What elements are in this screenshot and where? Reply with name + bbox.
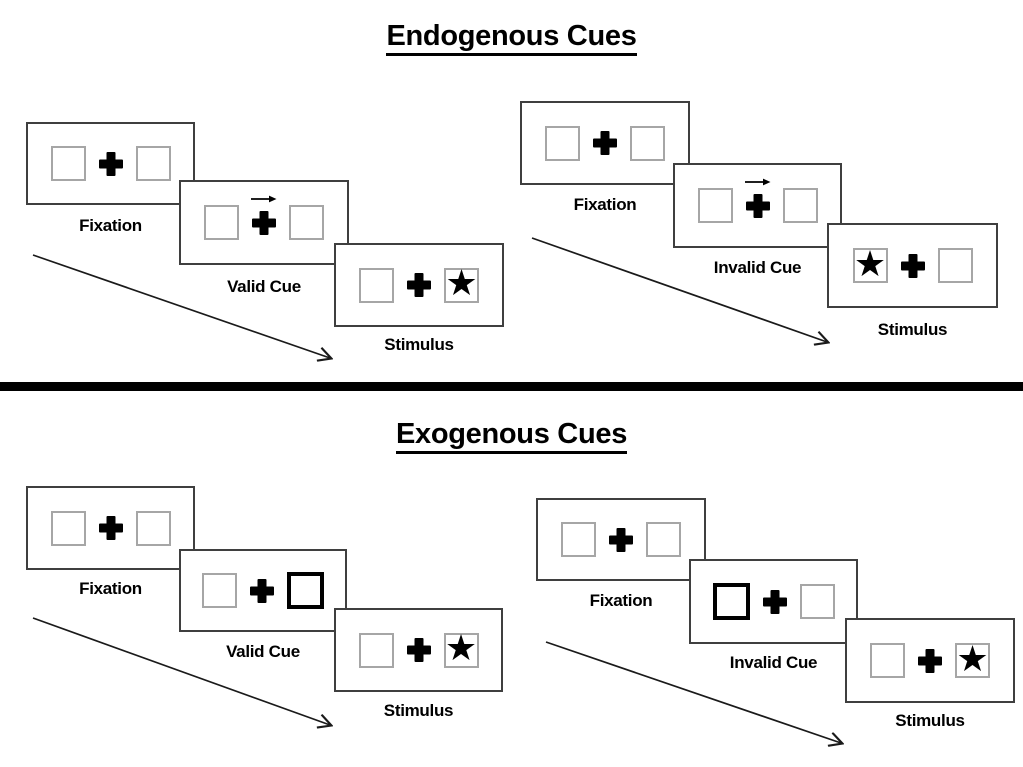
step-label-stimulus: Stimulus [384,335,454,354]
plus-icon [407,273,431,297]
fixation-cross [99,516,123,540]
fixation-cross [763,590,787,614]
right-placeholder-box [799,584,835,619]
fixation-cross [407,638,431,662]
section-divider [0,382,1023,391]
fixation-cross [744,178,770,218]
right-placeholder-box [135,146,171,181]
time-course-arrow [531,237,836,350]
right-placeholder-box [630,125,665,161]
fixation-panel [520,101,690,185]
time-course-arrow [32,617,344,731]
plus-icon [99,516,123,540]
stimulus-panel: ★ [334,243,504,327]
fixation-cross [251,195,277,235]
plus-icon [901,254,925,278]
fixation-cross [99,152,123,176]
plus-icon [746,194,770,218]
right-placeholder-box [937,248,973,283]
step-label-invalid-cue: Invalid Cue [729,653,818,672]
right-stimulus-box: ★ [955,637,990,679]
left-placeholder-box [50,146,86,181]
right-stimulus-box: ★ [443,627,479,668]
right-placeholder-box [289,205,324,240]
invalid-cue-panel [689,559,858,644]
left-stimulus-box: ★ [852,242,888,284]
stimulus-panel: ★ [827,223,998,308]
stimulus-panel: ★ [845,618,1015,703]
left-placeholder-box [358,632,394,668]
fixation-panel [536,498,706,581]
plus-icon [593,131,617,155]
section-title-text: Exogenous Cues [395,418,627,454]
right-placeholder-box [782,188,818,223]
left-placeholder-box [545,125,580,161]
step-label-valid-cue: Valid Cue [226,642,300,661]
left-placeholder-box [202,573,237,608]
left-placeholder-box [204,205,239,240]
step-label-invalid-cue: Invalid Cue [713,258,802,277]
fixation-cross [609,528,633,552]
section-title-text: Endogenous Cues [386,20,637,56]
plus-icon [99,152,123,176]
plus-icon [252,211,276,235]
valid-cue-panel [179,549,347,632]
fixation-cross [407,273,431,297]
step-label-fixation: Fixation [79,216,142,235]
fixation-cross [250,579,274,603]
time-course-arrow [545,641,850,749]
step-label-stimulus: Stimulus [895,711,965,730]
left-placeholder-box [50,510,86,546]
step-label-valid-cue: Valid Cue [227,277,301,296]
stimulus-panel: ★ [334,608,503,692]
right-stimulus-box: ★ [444,262,479,303]
section-title-endogenous: Endogenous Cues [0,20,1023,56]
left-placeholder-box [870,643,905,678]
fixation-cross [901,254,925,278]
left-placeholder-box [359,267,394,303]
step-label-stimulus: Stimulus [877,320,948,339]
fixation-cross [593,131,617,155]
time-course-arrow [32,254,344,366]
cue-highlight-box [712,583,750,620]
plus-icon [407,638,431,662]
star-stimulus-icon: ★ [444,627,478,668]
star-stimulus-icon: ★ [956,637,989,679]
step-label-fixation: Fixation [589,591,653,610]
star-stimulus-icon: ★ [853,242,887,284]
valid-cue-panel [179,180,349,265]
plus-icon [763,590,787,614]
left-placeholder-box [561,522,596,557]
right-placeholder-box [646,522,681,557]
fixation-cross [918,649,942,673]
plus-icon [250,579,274,603]
plus-icon [918,649,942,673]
cue-highlight-box [287,572,324,609]
section-title-exogenous: Exogenous Cues [0,418,1023,454]
star-stimulus-icon: ★ [445,262,478,303]
step-label-fixation: Fixation [79,579,142,598]
step-label-stimulus: Stimulus [383,701,454,720]
fixation-panel [26,122,195,205]
cue-right-arrow-icon [744,178,770,185]
fixation-panel [26,486,195,570]
step-label-fixation: Fixation [573,195,637,214]
invalid-cue-panel [673,163,842,248]
cue-right-arrow-icon [251,195,277,202]
right-placeholder-box [135,510,171,546]
left-placeholder-box [697,188,733,223]
plus-icon [609,528,633,552]
